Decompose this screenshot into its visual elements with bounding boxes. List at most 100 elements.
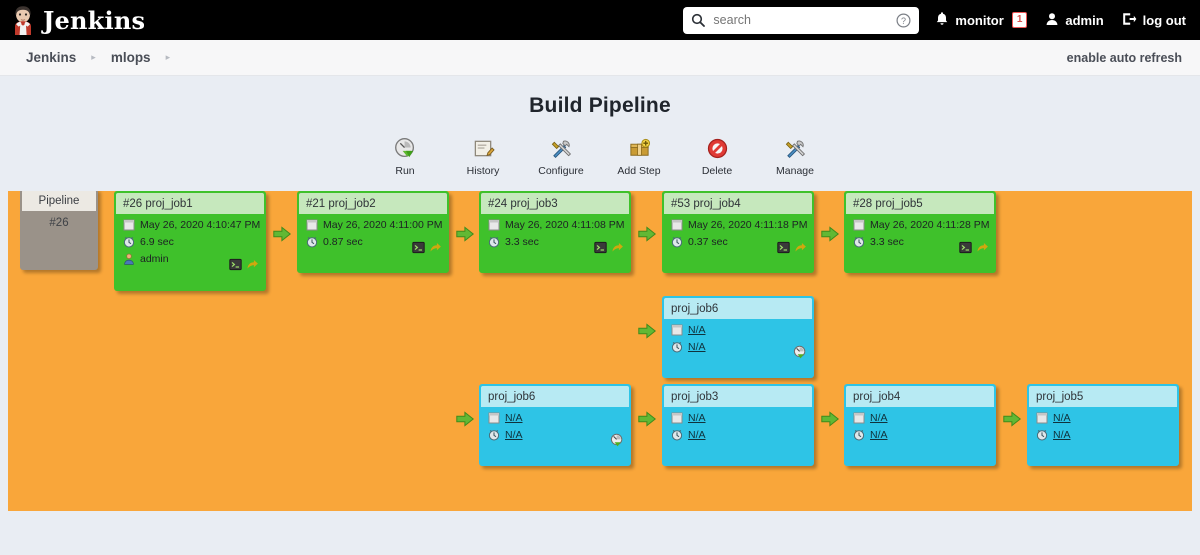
rerun-arrow-icon[interactable]: [246, 258, 259, 271]
node-body: May 26, 2020 4:11:08 PM 3.3 sec: [481, 214, 629, 258]
node-duration-value: N/A: [870, 429, 888, 441]
node-duration-row: 3.3 sec: [488, 236, 622, 248]
rerun-arrow-icon[interactable]: [429, 241, 442, 254]
delete-button[interactable]: Delete: [689, 134, 745, 177]
add-step-button[interactable]: Add Step: [611, 134, 667, 177]
node-body: N/A N/A: [664, 319, 812, 363]
jenkins-butler-logo-icon: [10, 5, 36, 35]
pipeline-start-build-number: #26: [49, 217, 69, 229]
schedule-run-icon[interactable]: [610, 433, 624, 447]
node-duration-row[interactable]: N/A: [1036, 429, 1170, 441]
chevron-right-icon: ▸: [91, 52, 96, 62]
node-date-row[interactable]: N/A: [853, 412, 987, 424]
breadcrumb-item-mlops[interactable]: mlops: [110, 50, 151, 65]
node-title: proj_job6: [664, 298, 812, 319]
manage-button[interactable]: Manage: [767, 134, 823, 177]
console-icon[interactable]: [777, 241, 790, 254]
node-date-row[interactable]: N/A: [671, 412, 805, 424]
enable-auto-refresh-link[interactable]: enable auto refresh: [1066, 50, 1182, 65]
console-icon[interactable]: [959, 241, 972, 254]
page-icon: [488, 219, 500, 231]
console-icon[interactable]: [594, 241, 607, 254]
monitor-button[interactable]: monitor 1: [935, 11, 1028, 29]
node-duration-value: N/A: [505, 429, 523, 441]
node-title: #26 proj_job1: [116, 193, 264, 214]
schedule-run-icon[interactable]: [793, 345, 807, 359]
history-notepad-icon: [455, 134, 511, 162]
connector-arrow-icon: [273, 226, 292, 242]
node-duration-row[interactable]: N/A: [853, 429, 987, 441]
page-icon: [671, 219, 683, 231]
rerun-arrow-icon[interactable]: [611, 241, 624, 254]
add-step-label: Add Step: [617, 165, 661, 177]
node-date-row[interactable]: N/A: [671, 324, 805, 336]
node-duration-value: 0.37 sec: [688, 236, 728, 248]
node-date-value: N/A: [870, 412, 888, 424]
configure-button[interactable]: Configure: [533, 134, 589, 177]
history-button[interactable]: History: [455, 134, 511, 177]
logout-arrow-icon: [1122, 12, 1137, 29]
top-header-bar: Jenkins ?: [0, 0, 1200, 40]
run-button[interactable]: Run: [377, 134, 433, 177]
search-input[interactable]: [713, 13, 874, 27]
node-duration-row[interactable]: N/A: [488, 429, 622, 441]
run-label: Run: [395, 165, 415, 177]
page-icon: [306, 219, 318, 231]
clock-icon: [671, 341, 683, 353]
node-date-value: May 26, 2020 4:10:47 PM: [140, 219, 261, 231]
user-menu-admin[interactable]: admin: [1045, 12, 1104, 29]
delete-label: Delete: [701, 165, 733, 177]
logout-button[interactable]: log out: [1122, 12, 1186, 29]
pipeline-start-node[interactable]: Pipeline#26: [20, 191, 98, 270]
node-body: N/A N/A: [481, 407, 629, 451]
rerun-arrow-icon[interactable]: [794, 241, 807, 254]
node-duration-row[interactable]: N/A: [671, 429, 805, 441]
node-date-row: May 26, 2020 4:11:28 PM: [853, 219, 989, 231]
node-date-value: N/A: [1053, 412, 1071, 424]
user-label: admin: [1065, 12, 1104, 28]
node-corner-actions: [594, 241, 624, 254]
page-icon: [853, 412, 865, 424]
node-date-row: May 26, 2020 4:11:08 PM: [488, 219, 624, 231]
jenkins-brand-link[interactable]: Jenkins: [0, 5, 145, 35]
node-date-row: May 26, 2020 4:10:47 PM: [123, 219, 261, 231]
breadcrumb-bar: Jenkins ▸ mlops ▸ enable auto refresh: [0, 40, 1200, 76]
breadcrumb-item-jenkins[interactable]: Jenkins: [26, 50, 77, 65]
chevron-right-icon-2: ▸: [165, 52, 171, 62]
node-date-row[interactable]: N/A: [488, 412, 622, 424]
search-box[interactable]: ?: [683, 6, 920, 34]
header-right-controls: ? monitor 1 admin: [683, 0, 1192, 40]
clock-icon: [671, 236, 683, 248]
delete-prohibited-icon: [689, 134, 745, 162]
node-date-row[interactable]: N/A: [1036, 412, 1170, 424]
monitor-badge: 1: [1011, 12, 1028, 28]
node-title: proj_job5: [1029, 386, 1177, 407]
console-icon[interactable]: [229, 258, 242, 271]
clock-icon: [671, 429, 683, 441]
rerun-arrow-icon[interactable]: [976, 241, 989, 254]
node-duration-value: N/A: [688, 341, 706, 353]
connector-arrow-icon: [638, 226, 657, 242]
clock-icon: [853, 429, 865, 441]
console-icon[interactable]: [412, 241, 425, 254]
page-icon: [1036, 412, 1048, 424]
page-icon: [671, 412, 683, 424]
node-duration-value: 3.3 sec: [505, 236, 539, 248]
node-date-value: N/A: [688, 324, 706, 336]
help-circle-icon[interactable]: ?: [896, 12, 911, 28]
node-duration-row[interactable]: N/A: [671, 341, 805, 353]
connector-arrow-icon: [456, 411, 475, 427]
connector-arrow-icon: [456, 226, 475, 242]
